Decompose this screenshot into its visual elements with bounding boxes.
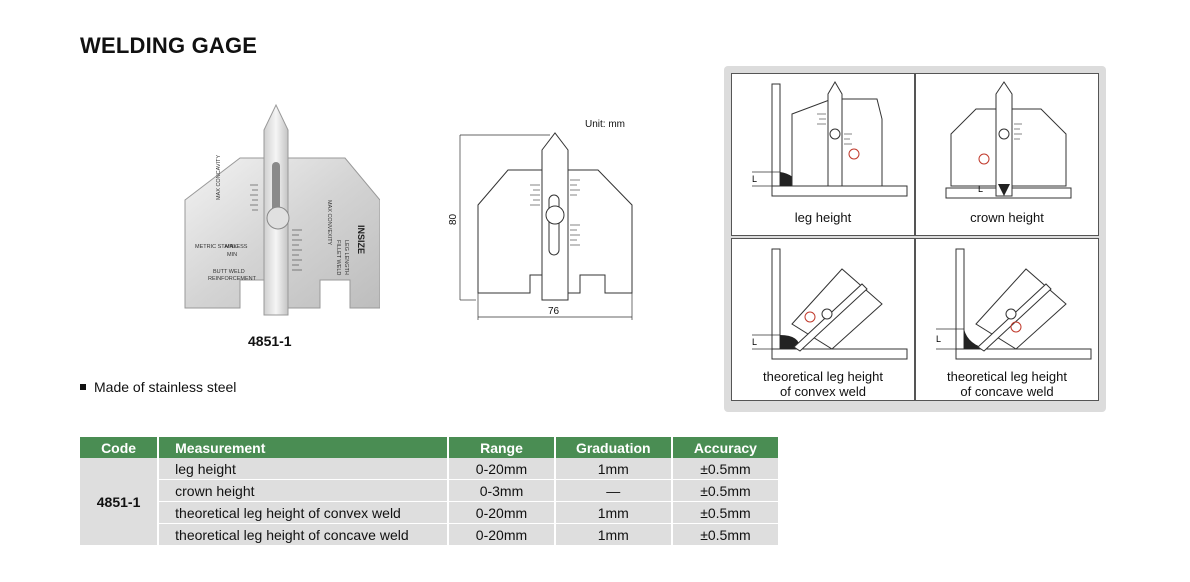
measurement-cell: theoretical leg height of convex weld xyxy=(158,501,450,524)
leg-length-label: LEG LENGTH xyxy=(343,240,349,275)
max-convexity-label: MAX CONVEXITY xyxy=(326,200,332,246)
table-row: 4851-1 leg height 0-20mm 1mm ±0.5mm xyxy=(80,458,781,546)
panel-caption: leg height xyxy=(794,210,852,225)
graduation-cell: 1mm xyxy=(554,523,673,546)
max-concavity-label: MAX CONCAVITY xyxy=(216,155,222,200)
range-cell: 0-20mm xyxy=(448,458,556,480)
dim-label: L xyxy=(752,337,757,347)
header-accuracy: Accuracy xyxy=(671,437,781,458)
panel-leg-height: L leg height xyxy=(731,73,915,236)
table-header-row: Code Measurement Range Graduation Accura… xyxy=(80,437,781,458)
technical-drawing: Unit: mm 80 76 xyxy=(440,115,650,330)
accuracy-cell: ±0.5mm xyxy=(671,501,781,524)
panel-caption-line2: of convex weld xyxy=(780,384,866,399)
range-cell: 0-20mm xyxy=(448,501,556,524)
dim-label: L xyxy=(978,184,983,194)
max-label: MAX xyxy=(225,244,237,250)
fillet-weld-label: FILLET WELD xyxy=(335,240,341,275)
panel-convex-weld: L theoretical leg height of convex weld xyxy=(731,238,915,401)
height-dimension: 80 xyxy=(448,213,459,225)
panel-concave-weld: L theoretical leg height of concave weld xyxy=(915,238,1099,401)
accuracy-cell: ±0.5mm xyxy=(671,458,781,480)
graduation-cell: 1mm xyxy=(554,458,673,480)
panel-crown-height: L crown height xyxy=(915,73,1099,236)
butt-weld-label: BUTT WELD xyxy=(213,269,245,275)
measurement-cell: theoretical leg height of concave weld xyxy=(158,523,450,546)
graduation-cell: — xyxy=(554,479,673,502)
brand-logo: INSIZE xyxy=(356,225,366,254)
header-measurement: Measurement xyxy=(158,437,450,458)
measurement-cell: crown height xyxy=(158,479,450,502)
panel-caption: crown height xyxy=(970,210,1044,225)
panel-caption-line1: theoretical leg height xyxy=(763,369,883,384)
accuracy-cell: ±0.5mm xyxy=(671,523,781,546)
header-range: Range xyxy=(448,437,556,458)
min-label: MIN xyxy=(227,252,237,258)
unit-label: Unit: mm xyxy=(585,119,625,130)
width-dimension: 76 xyxy=(548,306,560,317)
graduation-cell: 1mm xyxy=(554,501,673,524)
code-cell: 4851-1 xyxy=(80,458,160,546)
feature-text: Made of stainless steel xyxy=(94,379,237,395)
table-row: theoretical leg height of concave weld 0… xyxy=(80,523,781,546)
dim-label: L xyxy=(752,174,757,184)
spec-table: Code Measurement Range Graduation Accura… xyxy=(80,437,781,546)
header-code: Code xyxy=(80,437,160,458)
metric-stainless-label: METRIC STAINLESS xyxy=(195,244,248,250)
header-graduation: Graduation xyxy=(554,437,673,458)
feature-bullet: Made of stainless steel xyxy=(80,379,236,395)
dim-label: L xyxy=(936,334,941,344)
range-cell: 0-20mm xyxy=(448,523,556,546)
range-cell: 0-3mm xyxy=(448,479,556,502)
measurement-cell: leg height xyxy=(158,458,450,480)
model-caption: 4851-1 xyxy=(248,333,292,349)
bullet-square-icon xyxy=(80,384,86,390)
accuracy-cell: ±0.5mm xyxy=(671,479,781,502)
reinforcement-label: REINFORCEMENT xyxy=(208,276,257,282)
usage-panel-grid: L leg height L crown height xyxy=(724,66,1106,412)
panel-caption-line2: of concave weld xyxy=(960,384,1054,399)
page-title: WELDING GAGE xyxy=(80,33,258,58)
table-row: theoretical leg height of convex weld 0-… xyxy=(80,501,781,524)
panel-caption-line1: theoretical leg height xyxy=(947,369,1067,384)
gauge-photo: MAX CONCAVITY MAX CONVEXITY METRIC STAIN… xyxy=(180,100,381,320)
table-row: crown height 0-3mm — ±0.5mm xyxy=(80,479,781,502)
